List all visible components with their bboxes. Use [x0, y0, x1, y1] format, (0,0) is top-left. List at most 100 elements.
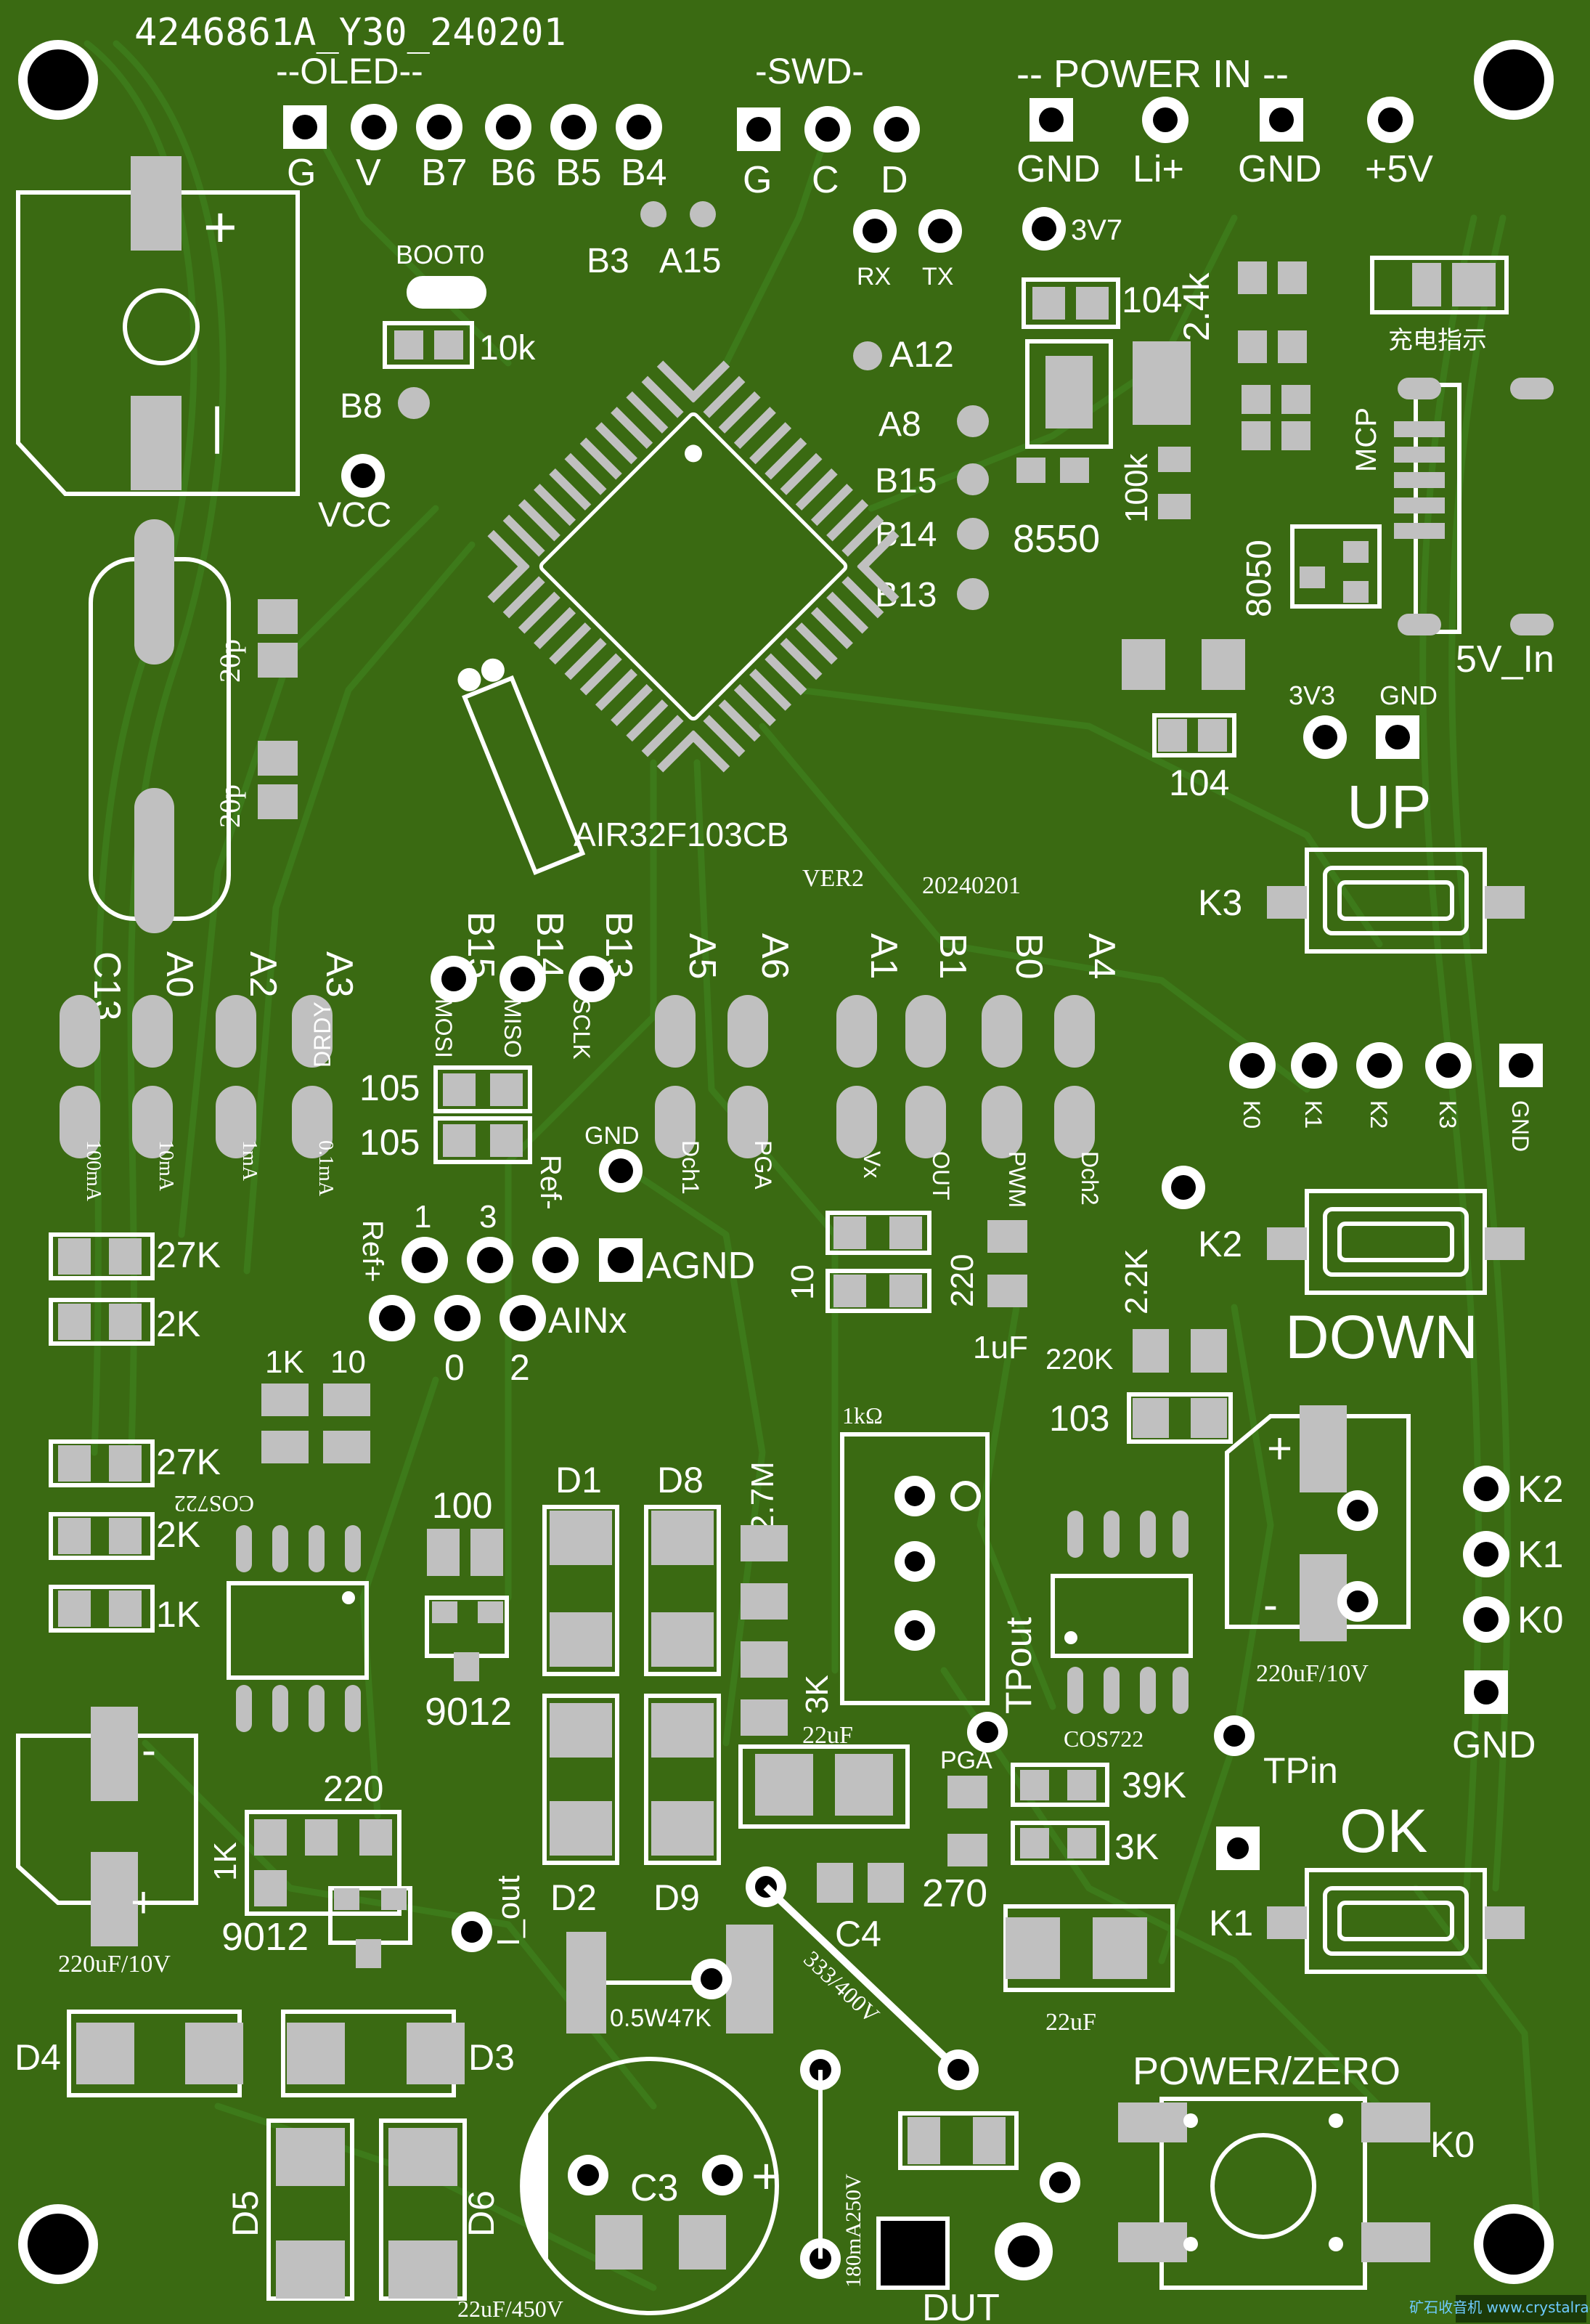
jumper-left-sub: 1mA	[238, 1140, 261, 1182]
label-tpin: TPin	[1263, 1750, 1338, 1791]
jumper-left-sub: 100mA	[82, 1140, 105, 1202]
label-ref-minus: Ref-	[534, 1155, 566, 1210]
jumper-pad	[655, 1086, 696, 1158]
spi-pin-name: MISO	[500, 999, 526, 1058]
label-b3: B3	[587, 242, 629, 280]
mcu-pin	[857, 529, 900, 572]
tpin: TPin	[1214, 1715, 1338, 1870]
jumper-right-sub: PWM	[1004, 1151, 1030, 1208]
label-d1: D1	[555, 1460, 602, 1500]
mcu-pin	[611, 407, 653, 450]
label-2.2k: 2.2K	[1119, 1248, 1154, 1315]
svg-text:+: +	[203, 195, 237, 259]
button-down[interactable]: K2 DOWN	[1198, 1189, 1525, 1371]
transistor-9012-b: 220 1K 9012	[208, 1768, 412, 1968]
mcu-pin	[703, 715, 746, 757]
label-39k: 39K	[1122, 1765, 1186, 1805]
power-circuit: 104 2.4k 充电指示 8550 100k MCP 8050	[1013, 256, 1554, 803]
mcu-pin	[502, 514, 545, 557]
oled-pin-label: V	[356, 152, 381, 194]
jumper-right-label: A1	[863, 933, 905, 980]
label-8050: 8050	[1240, 540, 1279, 617]
label-gnd-mid: GND	[584, 1122, 640, 1150]
jumper-pad	[132, 995, 173, 1068]
label-vcc: VCC	[318, 496, 391, 535]
mcu-pin	[765, 653, 807, 696]
label-220: 220	[323, 1768, 383, 1809]
label-d4: D4	[15, 2037, 61, 2078]
label-1k-c: 1K	[208, 1842, 243, 1881]
watermark-text: 矿石收音机 www.crystalradio.cn	[1409, 2299, 1590, 2316]
label-cos722-b: COS722	[1064, 1726, 1143, 1752]
label-2k-b: 2K	[156, 1514, 200, 1555]
mcu-pin	[765, 437, 807, 480]
power-pin-label: GND	[1238, 148, 1322, 190]
mcu-pin	[780, 638, 823, 680]
label-d9: D9	[653, 1877, 700, 1918]
key-pin-label: K3	[1435, 1100, 1461, 1129]
jumper-left-sub: 10mA	[155, 1140, 177, 1192]
label-d3: D3	[468, 2037, 515, 2078]
label-c3: C3	[630, 2167, 678, 2209]
diodes-upper: D1 D8 D2 D9 2.7M 3K	[542, 1460, 835, 1918]
mcu-pin	[518, 499, 560, 542]
swd-pin-label: C	[812, 159, 839, 201]
mcu-pin	[534, 606, 576, 649]
jumper-pad	[982, 995, 1022, 1068]
jumper-pad	[1054, 995, 1095, 1068]
label-100k: 100k	[1119, 453, 1154, 523]
label-9012-b: 9012	[221, 1915, 309, 1959]
power-in-title: -- POWER IN --	[1016, 52, 1289, 96]
mcu-pin	[688, 730, 730, 773]
label-fuse: 180mA250V	[841, 2174, 865, 2288]
label-drdy: DRDY	[309, 1001, 335, 1068]
label-a12: A12	[889, 334, 954, 375]
label-d2: D2	[550, 1877, 597, 1918]
pga-resistors: PGA 39K 3K	[940, 1747, 1186, 1867]
jumper-pad	[216, 1086, 256, 1158]
power-zero-switch[interactable]: POWER/ZERO K0	[1118, 2049, 1475, 2290]
label-10: 10	[330, 1344, 366, 1380]
label-up: UP	[1347, 773, 1432, 841]
label-k2: K2	[1198, 1224, 1242, 1264]
mcu-pin	[487, 561, 530, 604]
mcu-pin	[749, 422, 792, 465]
jumper-pad	[60, 1086, 100, 1158]
mcu-pin	[703, 375, 746, 418]
button-up[interactable]: UP K3	[1198, 773, 1525, 954]
cap-220uf-right: + - 220uF/10V	[1225, 1405, 1411, 1687]
version-label: VER2	[802, 865, 864, 892]
key-col-label: GND	[1452, 1724, 1536, 1766]
ain-header: GND 1 3 Ref- Ref+ AGND AINx 0 2	[356, 1122, 755, 1388]
label-dut: DUT	[922, 2287, 1000, 2324]
button-ok[interactable]: OK K1	[1209, 1797, 1525, 1974]
label-ain-1: 1	[414, 1199, 431, 1235]
mcu-marker-rotated	[457, 658, 586, 875]
label-b15: B15	[875, 462, 937, 500]
jumper-mid-label: A5	[681, 933, 723, 980]
mcu-pin	[564, 452, 607, 495]
jumper-pad	[292, 995, 333, 1068]
mcu-pin	[810, 484, 853, 527]
watermark: 矿石收音机 www.crystalradio.cn	[1409, 2295, 1590, 2323]
mcu-pin	[688, 360, 730, 403]
label-ain-3: 3	[479, 1199, 497, 1235]
label-ain-2: 2	[510, 1347, 530, 1388]
jumper-pad	[905, 1086, 946, 1158]
label-d5: D5	[225, 2190, 266, 2237]
mcu-pin	[626, 699, 669, 742]
label-agnd: AGND	[646, 1245, 755, 1287]
opamp-cos722-right: COS722 TPout	[967, 1511, 1193, 1752]
label-i-out: I_out	[491, 1875, 526, 1946]
label-3v3: 3V3	[1289, 680, 1335, 710]
jumper-pad	[655, 995, 696, 1068]
key-col-label: K2	[1517, 1468, 1564, 1511]
label-c3-value: 22uF/450V	[457, 2296, 563, 2322]
mcu-pin	[611, 683, 653, 726]
mcu-pin	[718, 391, 761, 434]
mcu-pin	[810, 606, 853, 649]
jumper-pad	[132, 1086, 173, 1158]
